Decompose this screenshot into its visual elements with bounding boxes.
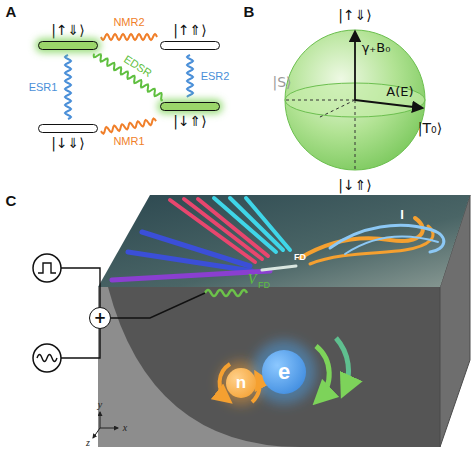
text-label: |T₀⟩: [418, 121, 442, 135]
text-label: |↓⇑⟩: [338, 178, 372, 192]
drive-signal-squiggle: [205, 290, 247, 296]
node-label: n: [236, 373, 246, 393]
transition-label: EDSR: [122, 53, 154, 80]
energy-level-bar: [38, 124, 98, 133]
transition-label: ESR2: [201, 70, 230, 82]
precession-arrow: [336, 338, 349, 392]
axis: [100, 412, 101, 428]
axis: [100, 428, 118, 429]
text-label: V: [248, 273, 257, 287]
electron-spin: e: [262, 350, 306, 394]
field-vector: [354, 32, 356, 100]
energy-level: |↑⇓⟩: [38, 22, 98, 52]
pulse-symbol: [38, 263, 56, 273]
summing-junction: +: [89, 307, 111, 329]
energy-level: |↓⇑⟩: [160, 100, 220, 130]
gate-electrodes: [112, 198, 444, 280]
energy-level-bar: [160, 102, 220, 111]
fd-gate: [262, 266, 296, 270]
text-label: FD: [258, 281, 270, 290]
energy-level: |↓⇓⟩: [38, 122, 98, 152]
gate-electrode: [112, 271, 270, 280]
text-label: y: [98, 400, 102, 410]
text-label: x: [123, 423, 127, 433]
current-loop: [345, 237, 438, 254]
text-label: |↑⇓⟩: [338, 8, 372, 22]
wavy-transition: [94, 54, 163, 101]
wavy-transition: [101, 34, 157, 40]
block-front-face: [98, 287, 440, 447]
node-label: +: [94, 309, 107, 327]
dashed-axis: [355, 100, 356, 170]
sine-symbol: [37, 355, 57, 362]
pulse-source: [33, 254, 61, 282]
transition-label: NMR1: [113, 135, 144, 147]
text-label: γ₊B₀: [362, 41, 391, 54]
dashed-axis: [318, 100, 355, 118]
text-label: A: [6, 4, 17, 19]
block-cut-region: [108, 287, 440, 447]
text-label: |S⟩: [272, 75, 291, 89]
antenna-loop: [310, 226, 433, 264]
gate-electrode: [230, 198, 283, 250]
nuclear-spin: n: [226, 368, 256, 398]
precession-arrow: [316, 346, 329, 400]
wavy-transition: [101, 119, 156, 134]
state-label: |↓⇑⟩: [173, 113, 207, 130]
energy-level-bar: [38, 41, 98, 50]
gate-electrode: [246, 198, 290, 250]
state-label: |↑⇓⟩: [51, 22, 85, 39]
hyperfine-vector: [355, 100, 422, 108]
transition-label: ESR1: [29, 81, 58, 93]
device-micrograph: [98, 195, 470, 287]
text-label: C: [6, 193, 17, 208]
wire: [111, 293, 205, 318]
spin-glow: [252, 340, 316, 404]
sine-source: [33, 344, 61, 372]
text-label: A(E): [386, 85, 413, 98]
dashed-axis: [285, 100, 355, 101]
wire: [61, 329, 100, 358]
node-label: e: [278, 359, 290, 385]
energy-level-bar: [160, 41, 220, 50]
energy-level: |↑⇑⟩: [160, 22, 220, 52]
wavy-transition: [187, 55, 193, 97]
transition-label: NMR2: [113, 16, 144, 28]
wire: [61, 268, 100, 307]
state-label: |↓⇓⟩: [51, 135, 85, 152]
axis: [93, 428, 100, 438]
wavy-transition: [65, 55, 71, 119]
text-label: B: [244, 4, 255, 19]
bloch-sphere: [285, 30, 425, 170]
text-label: FD: [294, 253, 306, 262]
text-label: z: [86, 438, 90, 448]
text-label: I: [400, 208, 404, 221]
state-label: |↑⇑⟩: [173, 22, 207, 39]
gate-electrode: [128, 252, 252, 271]
